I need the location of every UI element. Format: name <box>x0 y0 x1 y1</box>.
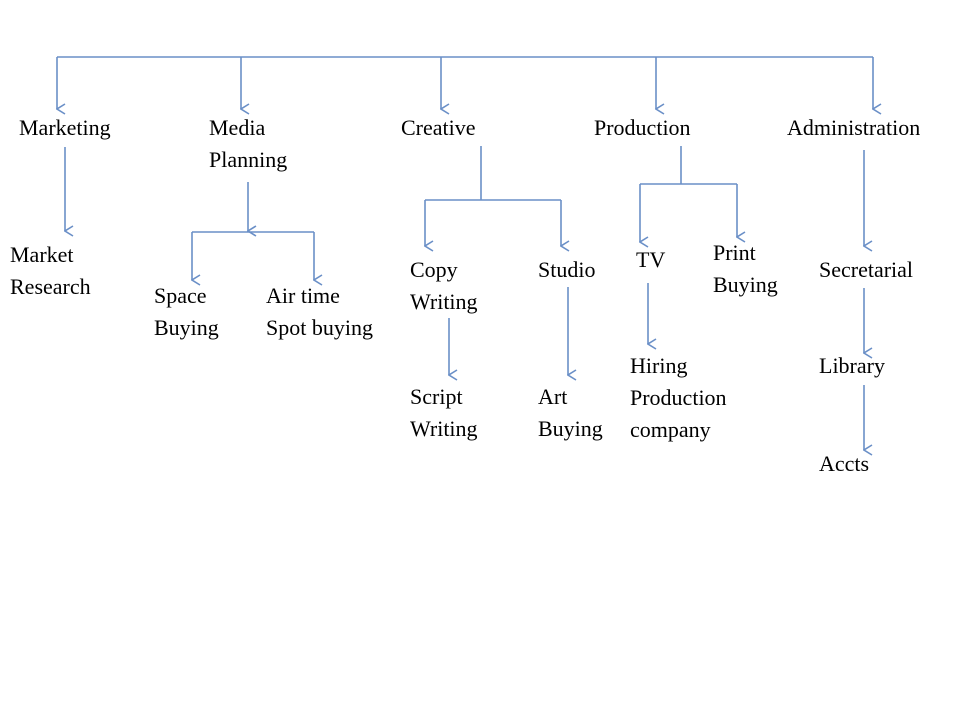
node-market-research-label-line2: Research <box>10 274 91 299</box>
node-administration-label: Administration <box>787 115 921 140</box>
node-administration: Administration <box>787 112 920 144</box>
node-media-planning-label-line2: Planning <box>209 147 288 172</box>
node-hiring-production-company-label-line3: company <box>630 417 711 442</box>
node-library: Library <box>819 350 885 382</box>
node-hiring-production-company-label-line2: Production <box>630 385 727 410</box>
node-art-buying: Art Buying <box>538 381 603 445</box>
node-print-buying: Print Buying <box>713 237 778 301</box>
node-space-buying-label-line1: Space <box>154 283 207 308</box>
node-script-writing-label-line2: Writing <box>410 416 478 441</box>
node-air-time-spot-buying-label-line1: Air time <box>266 283 340 308</box>
node-library-label: Library <box>819 353 885 378</box>
node-art-buying-label-line1: Art <box>538 384 568 409</box>
node-studio-label: Studio <box>538 257 596 282</box>
node-production-label: Production <box>594 115 691 140</box>
node-creative-label: Creative <box>401 115 476 140</box>
node-space-buying-label-line2: Buying <box>154 315 219 340</box>
node-secretarial: Secretarial <box>819 254 913 286</box>
node-space-buying: Space Buying <box>154 280 219 344</box>
node-accts-label: Accts <box>819 451 870 476</box>
node-marketing: Marketing <box>19 112 111 144</box>
node-media-planning: Media Planning <box>209 112 287 176</box>
node-creative: Creative <box>401 112 476 144</box>
node-script-writing-label-line1: Script <box>410 384 463 409</box>
node-market-research-label-line1: Market <box>10 242 74 267</box>
node-print-buying-label-line1: Print <box>713 240 756 265</box>
node-hiring-production-company: Hiring Production company <box>630 350 727 446</box>
node-secretarial-label: Secretarial <box>819 257 914 282</box>
node-air-time-spot-buying-label-line2: Spot buying <box>266 315 373 340</box>
node-studio: Studio <box>538 254 595 286</box>
node-media-planning-label-line1: Media <box>209 115 266 140</box>
node-copy-writing: Copy Writing <box>410 254 478 318</box>
node-marketing-label: Marketing <box>19 115 111 140</box>
node-air-time-spot-buying: Air time Spot buying <box>266 280 373 344</box>
node-art-buying-label-line2: Buying <box>538 416 603 441</box>
node-hiring-production-company-label-line1: Hiring <box>630 353 688 378</box>
node-copy-writing-label-line1: Copy <box>410 257 458 282</box>
node-accts: Accts <box>819 448 869 480</box>
node-script-writing: Script Writing <box>410 381 478 445</box>
node-print-buying-label-line2: Buying <box>713 272 778 297</box>
node-copy-writing-label-line2: Writing <box>410 289 478 314</box>
node-production: Production <box>594 112 691 144</box>
node-tv-label: TV <box>636 247 666 272</box>
node-tv: TV <box>636 244 665 276</box>
node-market-research: Market Research <box>10 239 91 303</box>
